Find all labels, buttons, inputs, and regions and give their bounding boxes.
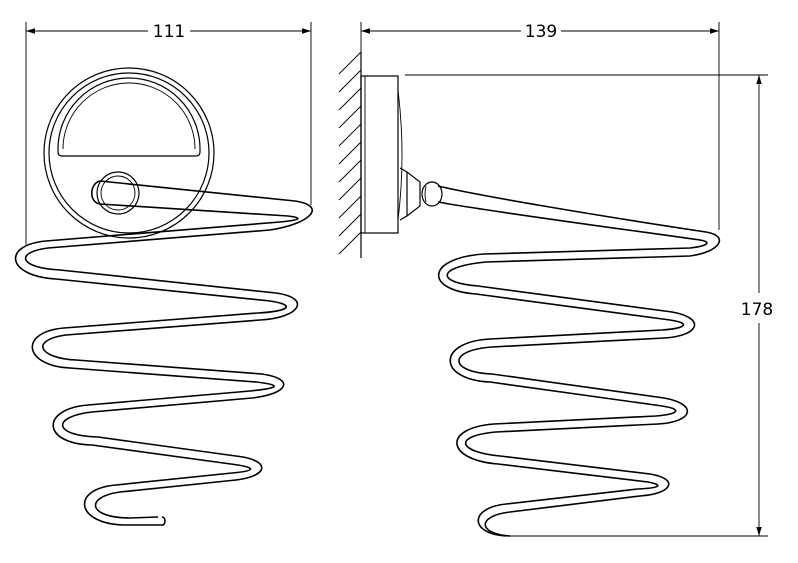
depth-dimension-label: 139 bbox=[525, 22, 557, 42]
hub-inner bbox=[100, 175, 136, 211]
hub-outer bbox=[96, 171, 140, 215]
wall-plate-inner bbox=[48, 72, 210, 234]
height-dimension-label: 178 bbox=[741, 300, 773, 320]
side-spiral bbox=[437, 185, 720, 537]
side-wall-plate bbox=[360, 75, 403, 234]
plate-window bbox=[57, 77, 201, 157]
wall-hatching bbox=[338, 51, 362, 258]
front-spiral bbox=[14, 180, 313, 526]
width-dimension-label: 111 bbox=[153, 22, 185, 42]
wall-plate-outer bbox=[43, 67, 215, 239]
plate-window-inner-edge bbox=[62, 82, 196, 150]
side-bracket bbox=[399, 167, 443, 221]
front-view: 111 bbox=[14, 22, 313, 526]
side-view: 139 178 bbox=[338, 22, 773, 537]
